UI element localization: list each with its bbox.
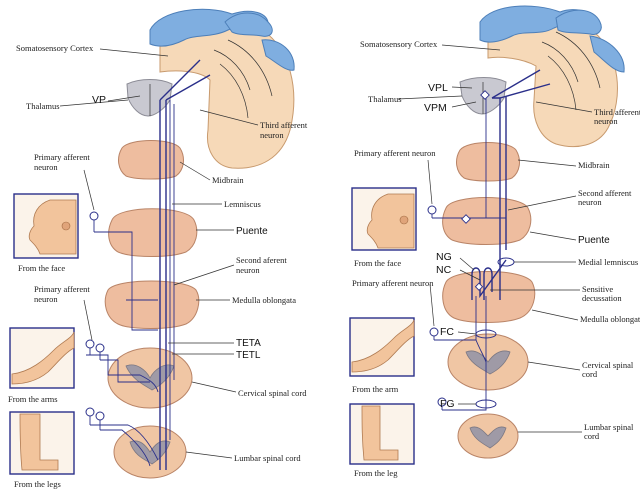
left-label-somatosensory-cortex: Somatosensory Cortex bbox=[16, 43, 94, 53]
right-pathway-lines bbox=[432, 69, 551, 411]
right-cortex bbox=[479, 5, 625, 148]
right-label-primary-afferent-2: Primary afferent neuron bbox=[352, 278, 434, 288]
right-label-medial-lemniscus: Medial lemniscus bbox=[578, 257, 638, 267]
left-label-vp: VP bbox=[92, 94, 106, 106]
right-label-vpm: VPM bbox=[424, 102, 447, 114]
right-brainstem bbox=[442, 142, 536, 323]
left-labels: Somatosensory Cortex Thalamus VP Third a… bbox=[8, 43, 308, 489]
left-label-midbrain: Midbrain bbox=[212, 175, 244, 185]
left-ganglia bbox=[85, 211, 105, 430]
left-label-tetl: TETL bbox=[236, 350, 261, 361]
right-face-box bbox=[351, 187, 417, 251]
left-label-cervical: Cervical spinal cord bbox=[238, 388, 307, 398]
left-panel: Somatosensory Cortex Thalamus VP Third a… bbox=[8, 8, 308, 489]
right-label-puente: Puente bbox=[578, 235, 610, 246]
right-labels: Somatosensory Cortex VPL Thalamus VPM Th… bbox=[352, 39, 640, 478]
left-label-thalamus: Thalamus bbox=[26, 101, 60, 111]
right-label-ng: NG bbox=[436, 251, 452, 263]
right-label-primary-afferent: Primary afferent neuron bbox=[354, 148, 436, 158]
right-label-from-face: From the face bbox=[354, 258, 401, 268]
right-ganglia bbox=[427, 90, 515, 410]
right-label-somatosensory-cortex: Somatosensory Cortex bbox=[360, 39, 438, 49]
left-label-from-legs: From the legs bbox=[14, 479, 61, 489]
left-label-teta: TETA bbox=[236, 338, 261, 349]
right-leg-box bbox=[349, 403, 415, 465]
left-arm-box bbox=[9, 327, 75, 389]
left-thalamus bbox=[126, 79, 173, 117]
right-spinal-cords bbox=[447, 333, 529, 459]
left-pointers bbox=[59, 48, 259, 459]
left-cortex bbox=[149, 8, 295, 169]
left-label-puente: Puente bbox=[236, 226, 268, 237]
left-leg-box bbox=[9, 411, 75, 475]
right-label-medulla: Medulla oblongata bbox=[580, 314, 640, 324]
right-pointers bbox=[397, 44, 593, 433]
right-label-midbrain: Midbrain bbox=[578, 160, 610, 170]
right-label-fc: FC bbox=[440, 326, 454, 338]
left-label-from-arms: From the arms bbox=[8, 394, 58, 404]
right-label-vpl: VPL bbox=[428, 82, 448, 94]
left-spinal-cords bbox=[107, 347, 193, 479]
right-label-from-arm: From the arm bbox=[352, 384, 399, 394]
left-pathway-lines bbox=[86, 59, 211, 470]
right-label-thalamus: Thalamus bbox=[368, 94, 402, 104]
left-face-box bbox=[13, 193, 79, 259]
right-label-fg: FG bbox=[440, 398, 455, 410]
right-label-nc: NC bbox=[436, 264, 452, 276]
left-label-lemniscus: Lemniscus bbox=[224, 199, 261, 209]
left-label-from-face: From the face bbox=[18, 263, 65, 273]
left-label-lumbar: Lumbar spinal cord bbox=[234, 453, 301, 463]
right-panel: Somatosensory Cortex VPL Thalamus VPM Th… bbox=[349, 5, 640, 478]
right-arm-box bbox=[349, 317, 415, 377]
left-brainstem bbox=[104, 140, 200, 329]
left-label-medulla: Medulla oblongata bbox=[232, 295, 296, 305]
right-label-from-leg: From the leg bbox=[354, 468, 398, 478]
